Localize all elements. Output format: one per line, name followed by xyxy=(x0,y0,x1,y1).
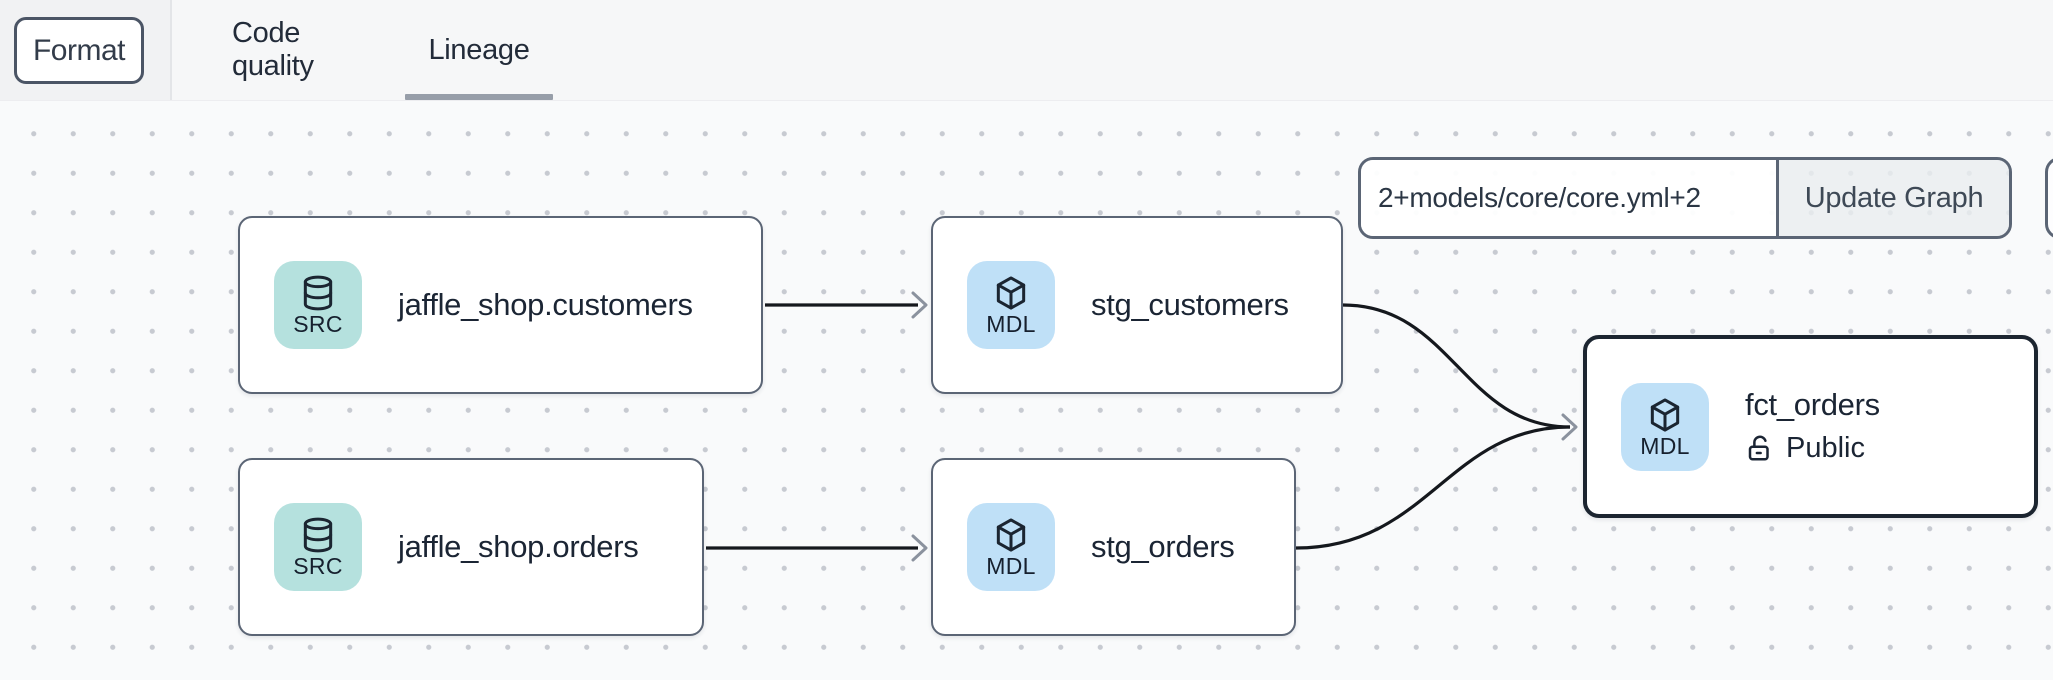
node-stg-orders[interactable]: MDL stg_orders xyxy=(931,458,1296,636)
cube-icon xyxy=(996,276,1026,310)
database-icon xyxy=(303,275,333,311)
edge-stg-customers-to-fct-orders xyxy=(1342,303,1571,429)
database-icon xyxy=(303,517,333,553)
toolbar-left-section: Format xyxy=(0,0,172,100)
access-row: Public xyxy=(1745,432,1880,465)
badge-label: SRC xyxy=(293,311,343,337)
top-toolbar: Format Code quality Lineage xyxy=(0,0,2053,101)
source-badge: SRC xyxy=(274,261,362,349)
node-label: fct_orders xyxy=(1745,387,1880,423)
node-jaffle-shop-customers[interactable]: SRC jaffle_shop.customers xyxy=(238,216,763,394)
access-label: Public xyxy=(1786,431,1865,464)
tab-lineage-label: Lineage xyxy=(428,33,530,66)
cube-icon xyxy=(1650,397,1680,432)
node-text-column: fct_orders Public xyxy=(1745,388,1880,464)
node-fct-orders[interactable]: MDL fct_orders Public xyxy=(1583,335,2038,518)
badge-label: MDL xyxy=(1640,432,1690,459)
tab-code-quality[interactable]: Code quality xyxy=(232,17,314,82)
badge-label: MDL xyxy=(986,553,1036,579)
update-graph-button[interactable]: Update Graph xyxy=(1776,160,2009,236)
format-button[interactable]: Format xyxy=(14,17,144,84)
cutoff-right-button[interactable] xyxy=(2045,157,2053,239)
arrowhead-icon xyxy=(911,534,928,562)
edge-stg-orders-to-fct-orders xyxy=(1295,425,1571,550)
badge-label: MDL xyxy=(986,311,1036,337)
tab-lineage[interactable]: Lineage xyxy=(405,0,553,100)
source-badge: SRC xyxy=(274,503,362,591)
node-label: stg_customers xyxy=(1091,287,1289,322)
unlock-icon xyxy=(1748,435,1769,461)
lineage-canvas[interactable]: SRC jaffle_shop.customers MDL stg_custom… xyxy=(0,101,2053,680)
model-badge: MDL xyxy=(967,503,1055,591)
badge-label: SRC xyxy=(293,553,343,579)
node-label: stg_orders xyxy=(1091,529,1235,564)
arrowhead-icon xyxy=(911,291,928,319)
lineage-selector-group: Update Graph xyxy=(1358,157,2012,239)
node-label: jaffle_shop.customers xyxy=(398,287,693,322)
cube-icon xyxy=(996,518,1026,552)
arrowhead-icon xyxy=(1561,413,1578,441)
lineage-selector-input[interactable] xyxy=(1361,160,1776,236)
model-badge: MDL xyxy=(967,261,1055,349)
node-label: jaffle_shop.orders xyxy=(398,529,639,564)
model-badge: MDL xyxy=(1621,382,1709,471)
tab-bar: Code quality Lineage xyxy=(232,0,553,100)
node-jaffle-shop-orders[interactable]: SRC jaffle_shop.orders xyxy=(238,458,704,636)
node-stg-customers[interactable]: MDL stg_customers xyxy=(931,216,1343,394)
active-tab-underline xyxy=(405,94,553,100)
